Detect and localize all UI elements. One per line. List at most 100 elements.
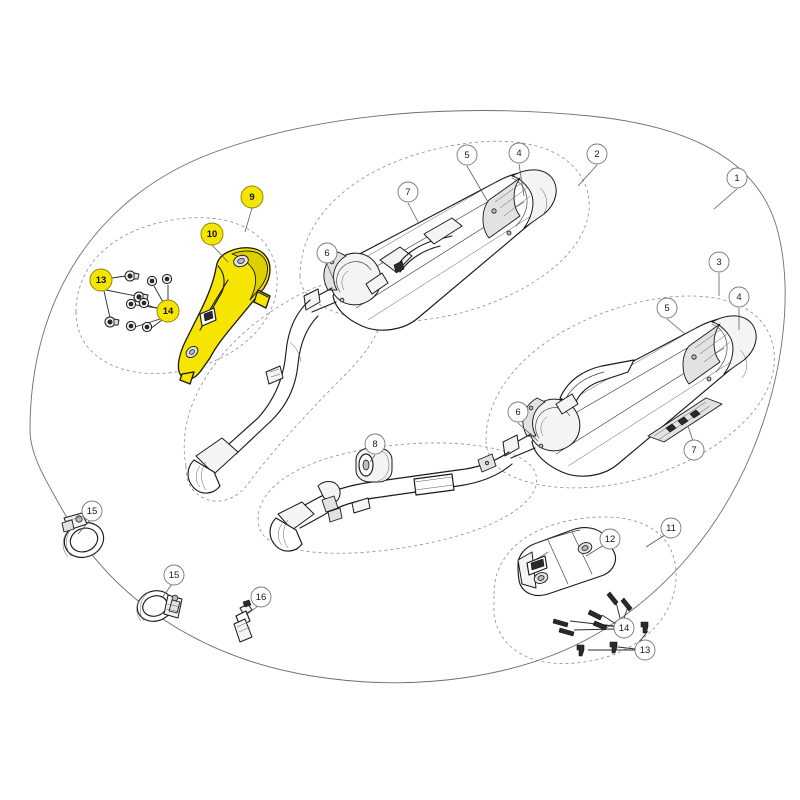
callout-leader-line bbox=[666, 318, 686, 335]
callout-badge-label: 16 bbox=[256, 592, 267, 603]
group-boundary-lower-muffler bbox=[485, 295, 775, 489]
callout-badge-label: 1 bbox=[734, 173, 739, 184]
group-boundary-heat-shield-upper bbox=[75, 217, 278, 375]
exhaust-clamp-small bbox=[136, 590, 183, 622]
bolt-lower-2 bbox=[558, 627, 575, 637]
callout-badge-circle[interactable] bbox=[726, 167, 748, 189]
bolt-lower-5 bbox=[606, 591, 619, 606]
rivet-upper-3 bbox=[104, 316, 120, 328]
callout-7-muffler-body-lower[interactable]: 7 bbox=[683, 425, 705, 461]
callout-leader-line bbox=[77, 519, 91, 535]
callout-6-muffler-inlet-collar-lower[interactable]: 6 bbox=[507, 401, 539, 442]
callout-badge-circle[interactable] bbox=[89, 268, 113, 292]
callout-12-heat-shield-lower[interactable]: 12 bbox=[585, 528, 621, 557]
callout-3-lower-muffler-assembly[interactable]: 3 bbox=[708, 251, 730, 296]
callout-leader-line bbox=[407, 202, 419, 223]
callout-leader-line bbox=[161, 583, 173, 599]
callout-badge-label: 15 bbox=[169, 570, 180, 581]
callout-badge-circle[interactable] bbox=[634, 639, 656, 661]
callout-leader-line bbox=[369, 454, 376, 463]
group-boundary-link-pipe-lower bbox=[257, 442, 537, 554]
callout-badge-circle[interactable] bbox=[240, 185, 264, 209]
callout-badge-circle[interactable] bbox=[656, 297, 678, 319]
callout-badge-label: 13 bbox=[640, 645, 651, 656]
callout-leader-line bbox=[517, 422, 539, 442]
bolt-lower-4 bbox=[592, 620, 608, 631]
callout-15-exhaust-clamp-small[interactable]: 15 bbox=[161, 564, 185, 599]
callout-1-complete-exhaust-system[interactable]: 1 bbox=[713, 167, 748, 210]
callout-badge-circle[interactable] bbox=[250, 586, 272, 608]
callout-badge-circle[interactable] bbox=[508, 142, 530, 164]
callout-badge-circle[interactable] bbox=[316, 242, 338, 264]
heat-shield-lower bbox=[517, 527, 617, 597]
rivet-lower-2 bbox=[609, 641, 618, 654]
callout-badge-circle[interactable] bbox=[156, 299, 180, 323]
callout-7-muffler-body-upper[interactable]: 7 bbox=[397, 181, 419, 223]
callout-14-bolt-washer-set-upper[interactable]: 14 bbox=[156, 299, 180, 323]
callout-4-muffler-end-cap-upper[interactable]: 4 bbox=[508, 142, 530, 197]
callout-badge-circle[interactable] bbox=[456, 144, 478, 166]
callout-5-muffler-clamp-band-upper[interactable]: 5 bbox=[456, 144, 489, 203]
callout-badge-circle[interactable] bbox=[683, 439, 705, 461]
callout-badge-circle[interactable] bbox=[599, 528, 621, 550]
callout-badge-circle[interactable] bbox=[660, 517, 682, 539]
callout-badge-circle[interactable] bbox=[364, 433, 386, 455]
callout-badge-circle[interactable] bbox=[728, 286, 750, 308]
exhaust-clamp-large bbox=[61, 512, 105, 559]
callout-11-heat-shield-kit-lower[interactable]: 11 bbox=[645, 517, 682, 548]
group-boundary-upper-muffler bbox=[299, 140, 590, 322]
callout-badge-label: 3 bbox=[716, 257, 721, 268]
muffler-end-cap-upper-shape bbox=[511, 169, 557, 229]
callout-10-heat-shield-upper[interactable]: 10 bbox=[200, 222, 229, 263]
callout-13-rivet-set-lower[interactable]: 13 bbox=[634, 639, 656, 661]
callout-badge-circle[interactable] bbox=[163, 564, 185, 586]
callout-badge-circle[interactable] bbox=[708, 251, 730, 273]
callout-leader-line bbox=[518, 163, 525, 197]
callout-leader-line bbox=[326, 263, 336, 284]
fastener-group-upper bbox=[103, 270, 173, 333]
callout-6-muffler-inlet-collar-upper[interactable]: 6 bbox=[316, 242, 338, 284]
callout-badge-circle[interactable] bbox=[613, 617, 635, 639]
callout-leader-line bbox=[713, 188, 738, 210]
callout-badge-circle[interactable] bbox=[397, 181, 419, 203]
bolt-lower-1 bbox=[552, 618, 569, 628]
washer-nut-4 bbox=[138, 297, 150, 309]
callout-badge-label: 4 bbox=[516, 148, 521, 159]
callout-5-muffler-clamp-band-lower[interactable]: 5 bbox=[656, 297, 686, 335]
callout-badge-label: 4 bbox=[736, 292, 741, 303]
heat-shield-upper-highlighted bbox=[177, 247, 271, 385]
callout-badge-circle[interactable] bbox=[200, 222, 224, 246]
rubber-grommet-bushing bbox=[355, 447, 393, 483]
callout-16-oxygen-sensor-plug[interactable]: 16 bbox=[245, 586, 272, 616]
callout-2-upper-muffler-assembly[interactable]: 2 bbox=[577, 143, 608, 187]
fastener-group-lower bbox=[552, 591, 649, 657]
washer-nut-6 bbox=[141, 321, 153, 333]
rivet-upper-1 bbox=[124, 270, 140, 282]
callout-badge-label: 14 bbox=[163, 306, 174, 317]
washer-nut-2 bbox=[161, 273, 173, 285]
callout-4-muffler-end-cap-lower[interactable]: 4 bbox=[728, 286, 750, 330]
callout-badge-label: 7 bbox=[691, 445, 696, 456]
callout-14-bolt-set-lower[interactable]: 14 bbox=[613, 617, 635, 639]
callout-badge-label: 11 bbox=[666, 523, 676, 534]
lower-muffler-assembly bbox=[502, 315, 757, 477]
washer-nut-1 bbox=[146, 275, 158, 287]
callout-9-heat-shield-kit-upper[interactable]: 9 bbox=[240, 185, 264, 233]
washer-nut-5 bbox=[125, 320, 137, 332]
link-pipe-lower bbox=[269, 451, 513, 552]
callout-badge-label: 7 bbox=[405, 187, 410, 198]
callout-badge-circle[interactable] bbox=[81, 500, 103, 522]
callout-13-rivet-set-upper[interactable]: 13 bbox=[89, 268, 113, 292]
callout-8-rubber-grommet-bushing[interactable]: 8 bbox=[364, 433, 386, 463]
callout-badge-label: 5 bbox=[464, 150, 469, 161]
callout-leader-line bbox=[466, 165, 489, 203]
system-boundary-outline bbox=[29, 110, 786, 684]
callout-badge-circle[interactable] bbox=[586, 143, 608, 165]
callout-badge-circle[interactable] bbox=[507, 401, 529, 423]
bolt-lower-3 bbox=[587, 609, 603, 621]
link-pipe-upper bbox=[187, 299, 319, 494]
callout-15-exhaust-clamp-large[interactable]: 15 bbox=[77, 500, 103, 535]
callout-badge-label: 13 bbox=[96, 275, 107, 286]
